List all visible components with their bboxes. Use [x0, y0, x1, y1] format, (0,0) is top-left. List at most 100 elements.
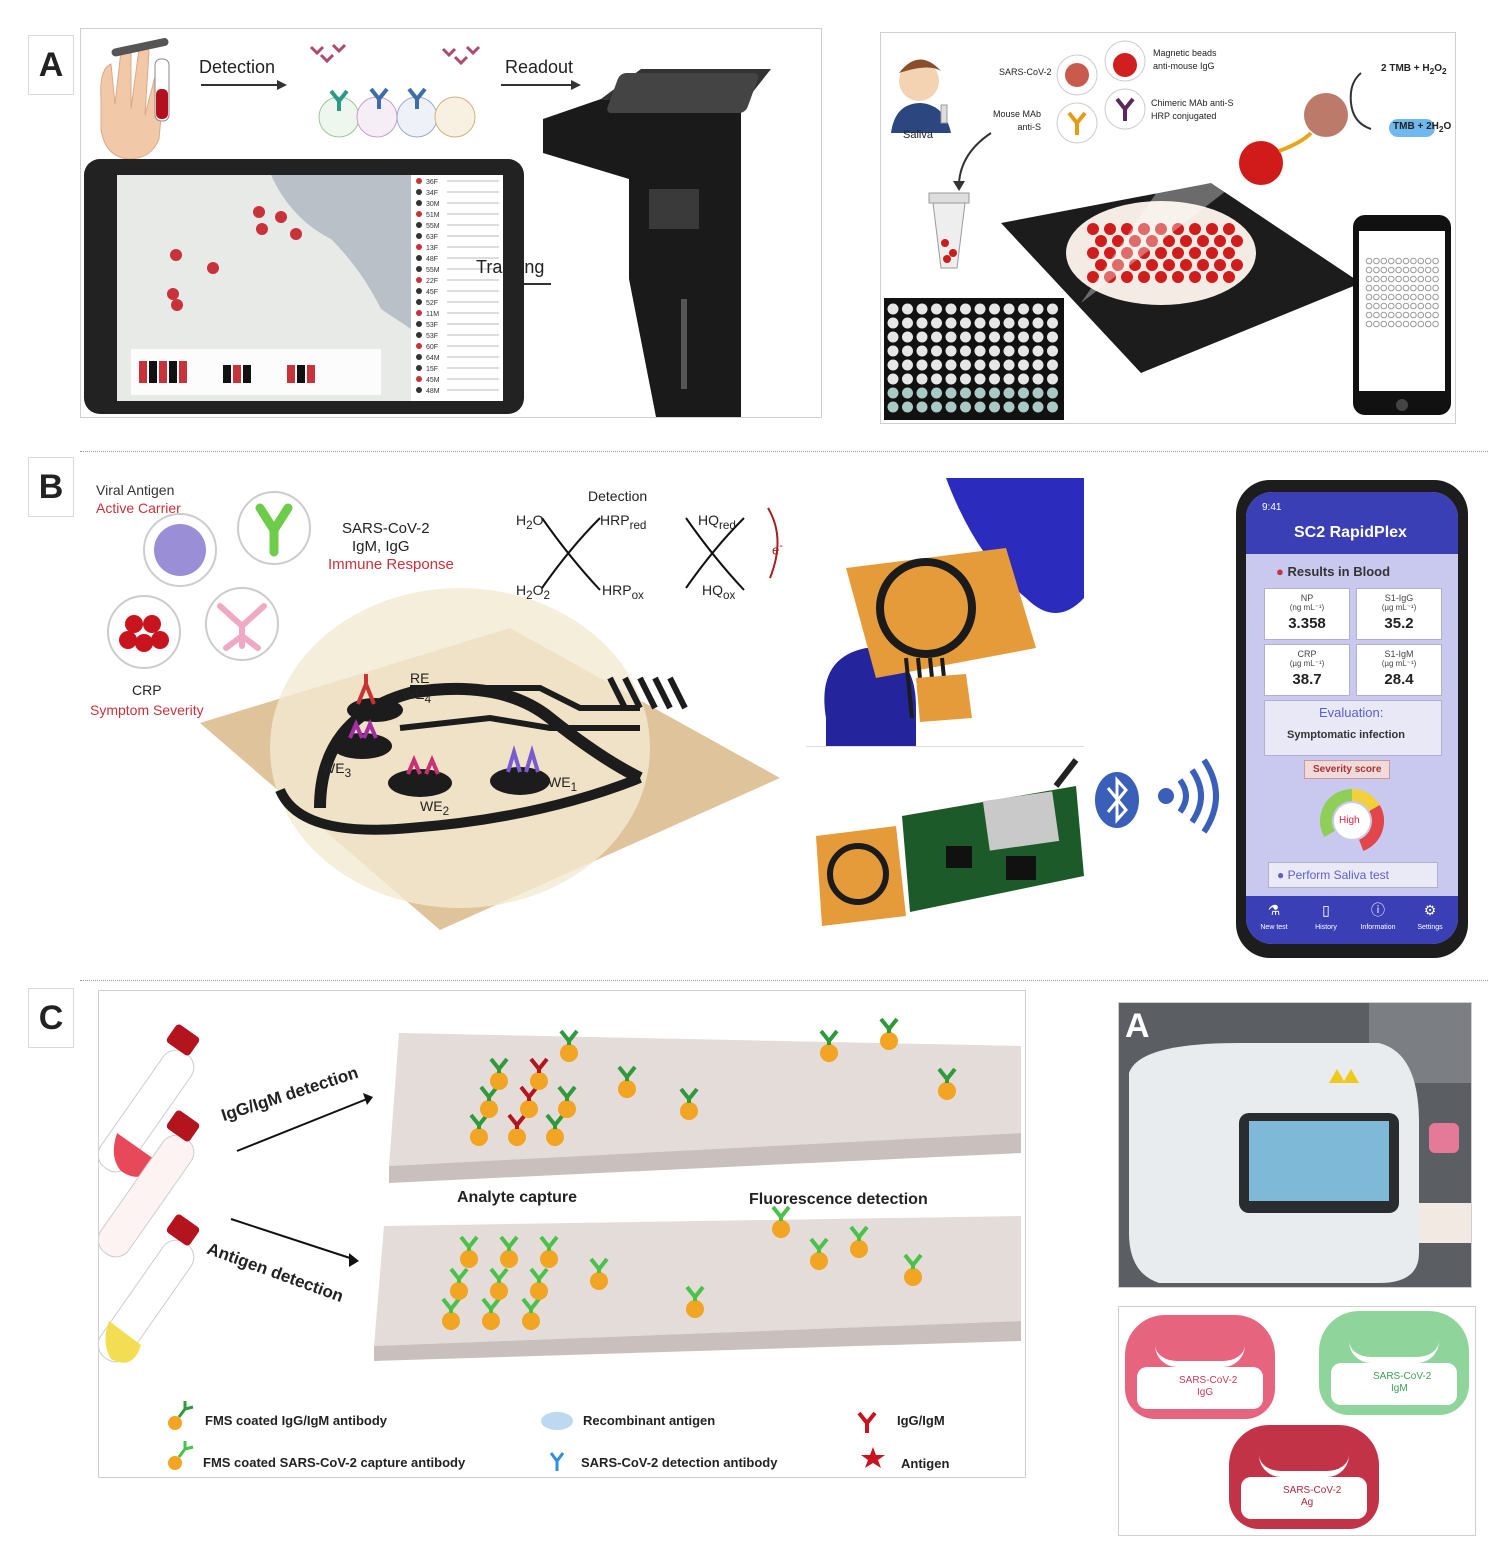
tracking-tablet: 36F34F30M51M55M63F13F48F55M22F45F52F11M5…	[84, 159, 524, 414]
beads-label-2: anti-mouse IgG	[1153, 61, 1215, 71]
magnetic-bead	[1223, 247, 1235, 259]
antibody-mark	[489, 1057, 509, 1073]
electrode-re-name: RE	[410, 670, 430, 686]
electrode-we4-sub: 4	[424, 692, 432, 706]
cartridge-name: SARS-CoV-2	[1179, 1375, 1238, 1386]
magnetic-bead	[1163, 235, 1175, 247]
plate-well	[1047, 303, 1058, 315]
antibody-mark	[529, 1267, 549, 1283]
electrode-we1: WE1	[548, 774, 577, 794]
plate-well	[1047, 387, 1058, 399]
plate-well	[960, 331, 971, 343]
result-card-value: 3.358	[1288, 615, 1326, 632]
fms-bead	[450, 1282, 468, 1300]
separator-ab	[80, 451, 1488, 452]
plate-well	[902, 303, 913, 315]
phone-well	[1380, 302, 1388, 310]
phone-well	[1424, 275, 1432, 283]
severity-score-badge[interactable]: Severity score	[1304, 760, 1391, 779]
plate-well	[974, 317, 986, 329]
phone-well	[1373, 275, 1380, 283]
chem-h2o2: H2O2	[516, 582, 550, 602]
nav-icon: ⚙	[1423, 902, 1437, 918]
chem-h2o: H2O	[516, 512, 544, 532]
plate-well	[1032, 331, 1044, 343]
photo-letter-label: A	[1125, 1007, 1150, 1045]
plate-well	[989, 317, 1000, 329]
nav-icon: ⚗	[1267, 902, 1281, 918]
severity-gauge	[1320, 789, 1384, 853]
chem-hq-ox: HQox	[702, 582, 735, 602]
analyte-capture-label: Analyte capture	[457, 1189, 578, 1206]
panel-letter-b: B	[28, 457, 74, 517]
magnetic-bead	[1189, 223, 1201, 235]
symptom-severity-label: Symptom Severity	[90, 702, 204, 718]
viral-antigen-label: Viral Antigen	[96, 482, 175, 498]
plate-well	[902, 401, 913, 413]
sars-b-label: SARS-CoV-2	[342, 520, 430, 537]
nav-item-history[interactable]: ▯History	[1302, 902, 1350, 931]
detection-b-label: Detection	[588, 488, 648, 504]
fms-bead	[530, 1282, 548, 1300]
panel-a-right-art	[884, 40, 1451, 420]
tablet-row-label: 15F	[426, 366, 438, 373]
plate-well	[989, 401, 1000, 413]
nav-item-settings[interactable]: ⚙Settings	[1406, 902, 1454, 931]
plate-well	[931, 401, 942, 413]
magnetic-bead	[1104, 223, 1116, 235]
plate-well	[960, 401, 971, 413]
phone-well	[1432, 302, 1439, 310]
plate-well	[945, 359, 957, 371]
tablet-row-label: 60F	[426, 344, 438, 351]
fms-bead	[686, 1300, 704, 1318]
tablet-row-label: 64M	[426, 355, 440, 362]
bead-field	[1087, 223, 1243, 283]
fms-bead	[904, 1268, 922, 1286]
cartridge-slot	[1349, 1341, 1439, 1363]
magnetic-bead	[1112, 259, 1124, 271]
plate-well	[945, 317, 957, 329]
phone-well	[1395, 257, 1402, 265]
magnetic-bead	[1155, 271, 1167, 283]
nav-item-new-test[interactable]: ⚗ New test	[1250, 902, 1298, 931]
plate-well	[931, 317, 942, 329]
tablet-row-marker	[416, 288, 422, 294]
tablet-row-label: 48F	[426, 256, 438, 263]
magnetic-bead	[1138, 223, 1150, 235]
magnetic-bead	[1121, 223, 1133, 235]
plate-well	[916, 345, 928, 357]
chem-hrp-red-name: HRP	[600, 512, 630, 528]
tablet-row-marker	[416, 387, 422, 393]
antibody-mark	[557, 1085, 577, 1101]
phone-well	[1395, 275, 1402, 283]
panel-c-main: IgG/IgM detection Antigen detection Anal…	[97, 990, 1026, 1478]
plate-well	[1018, 373, 1029, 385]
perform-saliva-button[interactable]: ● Perform Saliva test	[1268, 862, 1438, 888]
phone-well	[1380, 266, 1388, 274]
wireless-icon	[1158, 758, 1219, 834]
plate-well	[945, 387, 957, 399]
plate-well	[902, 373, 913, 385]
hand-icon	[100, 38, 170, 160]
plate-well	[887, 373, 899, 385]
plate-well	[1032, 373, 1044, 385]
phone-well	[1410, 266, 1417, 274]
nav-label: New test	[1260, 924, 1288, 931]
plate-well	[1047, 331, 1058, 343]
serum-tube	[97, 1214, 200, 1363]
plate-well	[1047, 359, 1058, 371]
app-time: 9:41	[1262, 502, 1282, 513]
phone-well	[1387, 266, 1395, 274]
panel-letter-c: C	[28, 988, 74, 1048]
phone-well	[1365, 293, 1373, 301]
tablet-row-label: 55M	[426, 223, 440, 230]
phone-well	[1410, 284, 1417, 292]
electrode-we2: WE2	[420, 798, 449, 818]
phone-well	[1410, 311, 1417, 319]
antibody-mark	[771, 1205, 791, 1221]
magnetic-bead	[1155, 247, 1167, 259]
plate-well	[916, 387, 928, 399]
plate-well	[1018, 345, 1029, 357]
